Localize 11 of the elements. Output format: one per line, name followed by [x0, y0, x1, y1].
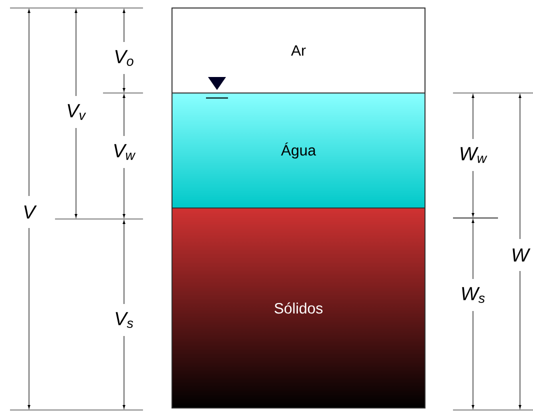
water-layer: Água: [172, 92, 426, 208]
dimension-label: V$_{v}$: [68, 104, 86, 120]
dimension-label: V$_{w}$: [114, 144, 136, 160]
dimension-label: W$_{s}$: [462, 287, 485, 303]
dimension-label: W: [512, 248, 530, 262]
solids-layer: Sólidos: [172, 208, 426, 408]
air-layer: Ar: [172, 8, 426, 94]
dimension-label: V: [24, 205, 37, 219]
dimension-label: V$_{o}$: [115, 50, 134, 66]
dimension-label: V$_{s}$: [116, 312, 134, 328]
dimension-label: W$_{w}$: [460, 147, 488, 163]
